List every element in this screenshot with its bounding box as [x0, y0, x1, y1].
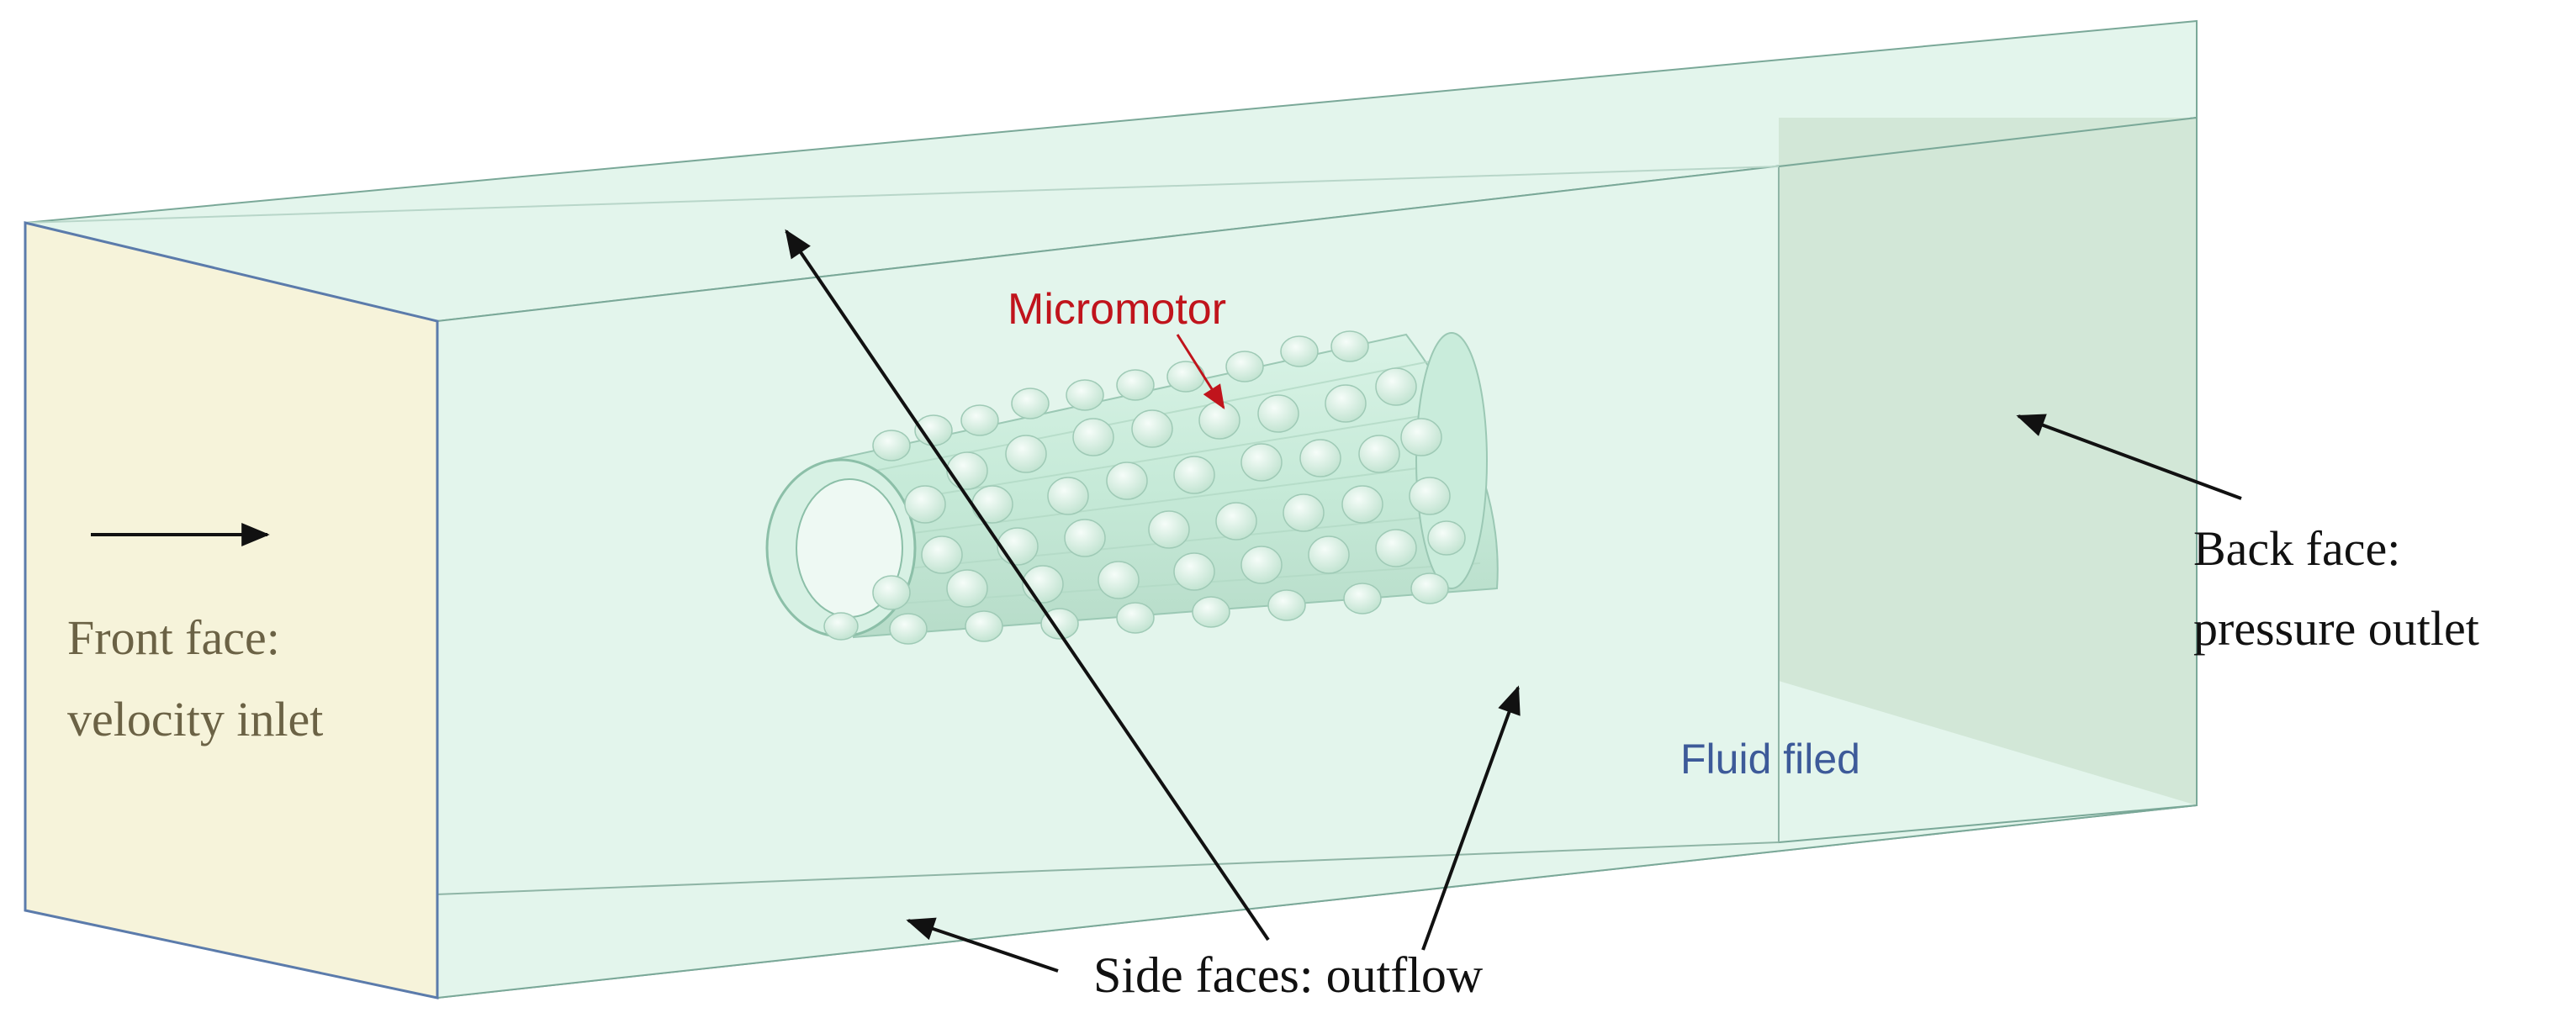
- micromotor-large-end: [1415, 332, 1488, 589]
- arrows: [91, 229, 2242, 973]
- micromotor-pointer: [1176, 334, 1225, 410]
- back-face-label-line2: pressure outlet: [2193, 601, 2479, 656]
- side-top-pointer: [785, 229, 1270, 942]
- side-faces-label: Side faces: outflow: [1093, 947, 1484, 1003]
- micromotor-label: Micromotor: [1008, 285, 1226, 334]
- inner-top-edge: [24, 166, 1780, 224]
- back-face-pointer: [2016, 414, 2242, 500]
- front-face-label-line2: velocity inlet: [67, 692, 323, 746]
- micromotor: [765, 330, 1499, 645]
- front-face: [24, 221, 439, 1000]
- side-bottom-pointer: [906, 917, 1059, 973]
- side-front-pointer: [1421, 685, 1521, 951]
- front-face-label-line1: Front face:: [67, 610, 280, 665]
- fluid-field-label: Fluid filed: [1680, 736, 1860, 783]
- back-face: [1779, 118, 2197, 805]
- back-face-label-line1: Back face:: [2193, 521, 2400, 576]
